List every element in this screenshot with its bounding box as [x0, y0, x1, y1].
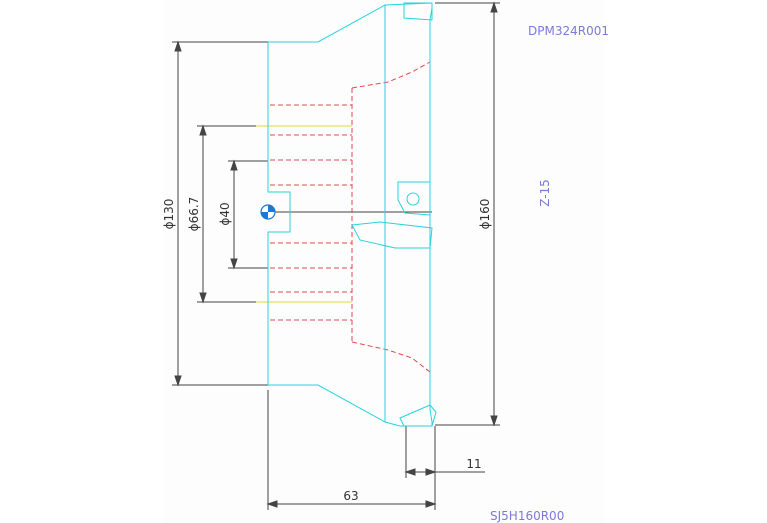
arrow-40: [230, 159, 238, 270]
dim-40-label: ϕ40: [218, 202, 232, 225]
origin-marker: [260, 204, 276, 220]
dim-160-label: ϕ160: [478, 199, 492, 230]
mid-insert: [397, 181, 431, 216]
hidden-lines: [270, 61, 431, 373]
bottom-insert: [399, 404, 437, 427]
dim-667-label: ϕ66.7: [187, 197, 201, 232]
arrow-667: [199, 124, 207, 304]
arrow-130: [174, 40, 182, 387]
body-code-label: SJ5H160R00: [490, 509, 564, 523]
chip-pocket: [351, 221, 433, 249]
tooth-count-label: Z-15: [538, 179, 552, 207]
dim-130-label: ϕ130: [162, 199, 176, 230]
top-insert: [403, 2, 433, 21]
insert-screw: [406, 192, 420, 206]
dimension-lines: [172, 1, 500, 510]
arrow-11: [404, 468, 437, 476]
body-profile: [268, 2, 433, 427]
left-face: [267, 42, 291, 385]
dim-63-label: 63: [343, 489, 358, 503]
center-lines: [256, 125, 352, 303]
arrow-63: [266, 500, 437, 508]
dim-11-label: 11: [466, 457, 481, 471]
part-number-label: DPM324R001: [528, 24, 609, 38]
arrow-160: [490, 1, 498, 427]
cutter-outline: [267, 2, 437, 427]
